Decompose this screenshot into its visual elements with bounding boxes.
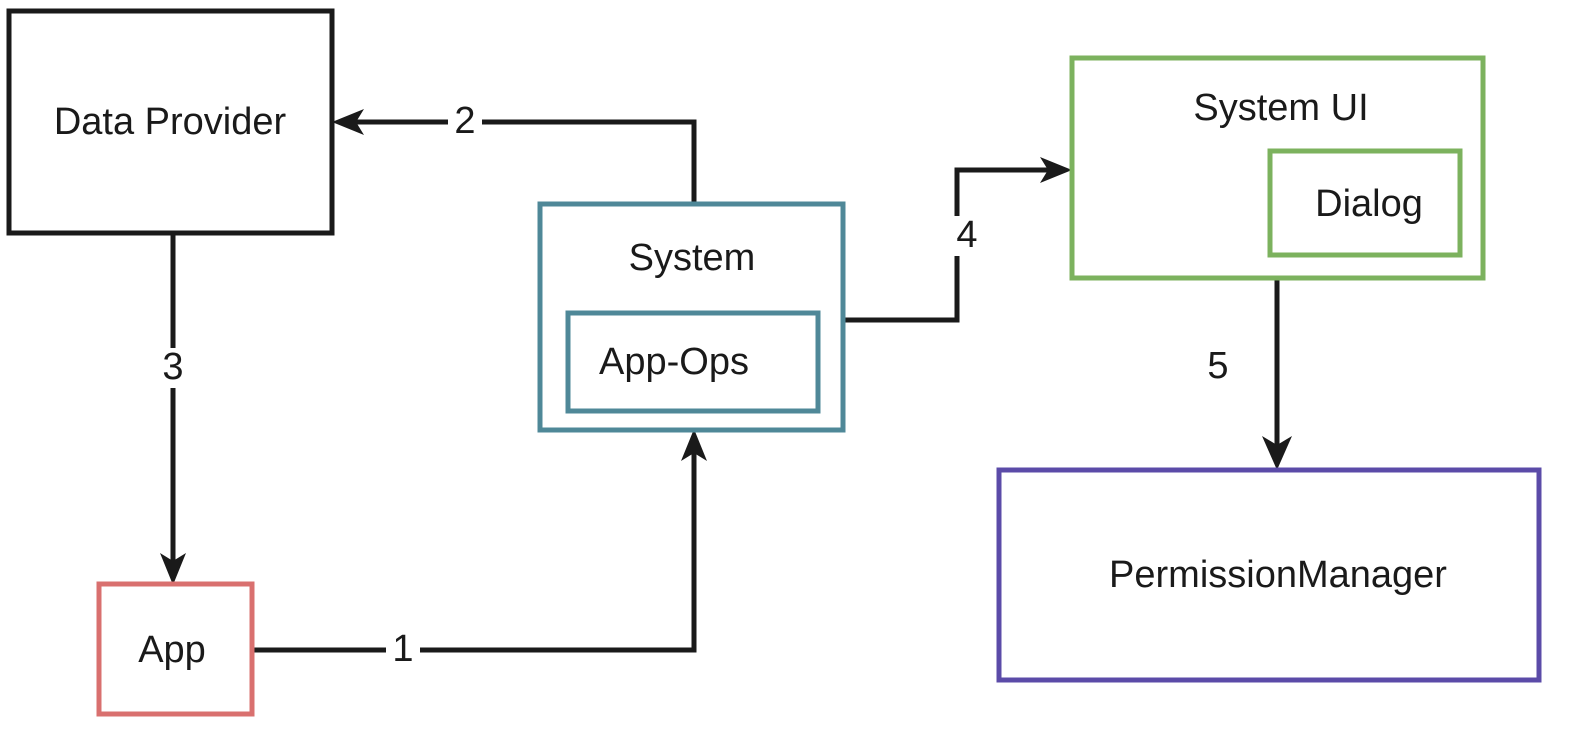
system-label: System [629, 237, 756, 279]
edges-layer: 1 2 3 4 [156, 100, 1292, 670]
permission-manager-label: PermissionManager [1109, 554, 1447, 596]
edge-4-label: 4 [956, 214, 977, 256]
edge-3-arrowhead [160, 553, 186, 585]
edge-5-label-bg [1201, 347, 1235, 387]
edge-2[interactable]: 2 [332, 100, 697, 204]
dialog-box[interactable] [1267, 148, 1463, 258]
app-label: App [138, 629, 206, 671]
edge-1-arrowhead [681, 429, 707, 461]
edge-4-arrowhead [1040, 157, 1072, 183]
edge-1[interactable]: 1 [252, 429, 707, 670]
edge-4-label-bg [950, 216, 984, 256]
node-app-ops[interactable]: App-Ops [565, 310, 821, 414]
edge-3-label-bg [156, 348, 190, 388]
app-ops-box[interactable] [565, 310, 821, 414]
edge-4[interactable]: 4 [843, 157, 1072, 323]
edge-1-label-bg [386, 630, 420, 670]
edge-3-label: 3 [162, 346, 183, 388]
node-data-provider[interactable]: Data Provider [6, 8, 335, 236]
nodes-layer: Data Provider App System App-Ops S [6, 8, 1542, 717]
dialog-label: Dialog [1315, 183, 1423, 225]
edge-1-label: 1 [392, 628, 413, 670]
node-app[interactable]: App [96, 581, 255, 717]
data-provider-label: Data Provider [54, 101, 287, 143]
edge-1-line [252, 441, 697, 653]
system-ui-label: System UI [1193, 87, 1368, 129]
edge-2-label-bg [448, 102, 482, 142]
data-provider-box[interactable] [6, 8, 335, 236]
node-system-ui[interactable]: System UI Dialog [1069, 55, 1486, 281]
permission-manager-box[interactable] [996, 467, 1542, 683]
edge-5-arrowhead [1262, 436, 1292, 470]
node-permission-manager[interactable]: PermissionManager [996, 467, 1542, 683]
edge-2-line [344, 119, 697, 204]
node-system[interactable]: System App-Ops [537, 201, 846, 433]
edge-5[interactable]: 5 [1201, 278, 1292, 470]
app-box[interactable] [96, 581, 255, 717]
edge-3[interactable]: 3 [156, 233, 190, 585]
node-dialog[interactable]: Dialog [1267, 148, 1463, 258]
edge-2-arrowhead [332, 109, 364, 135]
edge-5-label: 5 [1207, 345, 1228, 387]
edge-2-label: 2 [454, 100, 475, 142]
app-ops-label: App-Ops [599, 341, 749, 383]
